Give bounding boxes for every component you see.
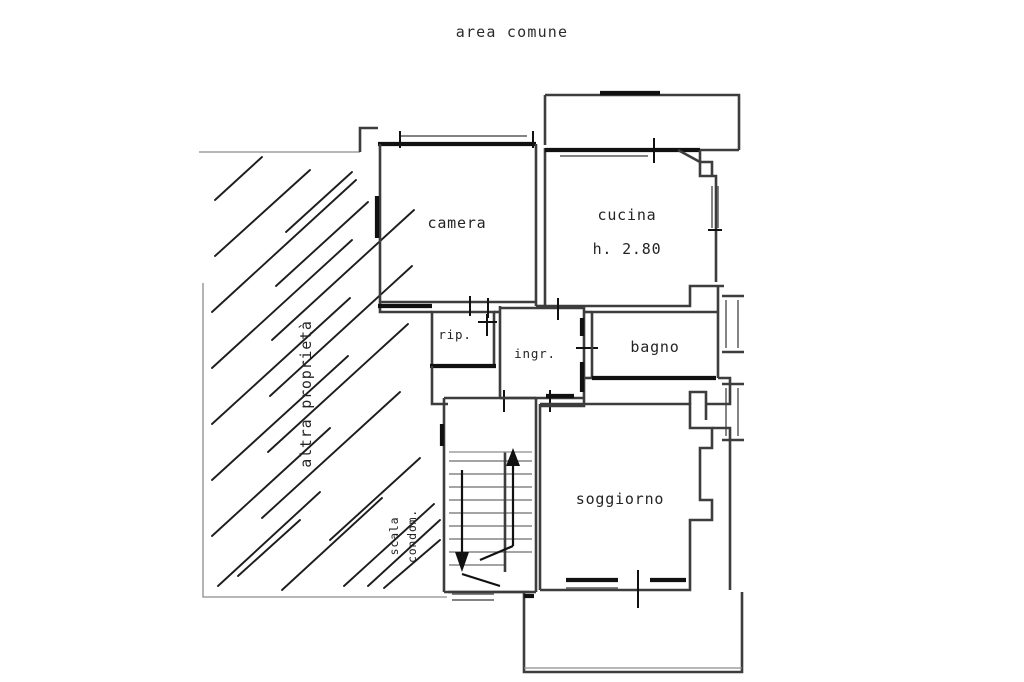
cucina-height-label: h. 2.80 xyxy=(593,240,662,258)
stair-treads-right xyxy=(505,460,532,553)
room-camera: camera xyxy=(374,131,538,306)
scala-label-line1: scala xyxy=(387,517,401,556)
cucina-wall-bottom xyxy=(545,284,724,308)
room-cucina: cucina h. 2.80 xyxy=(543,90,741,308)
altra-proprieta-boundary xyxy=(202,283,447,598)
room-bagno: bagno xyxy=(590,286,744,442)
soggiorno-wall-outline xyxy=(540,402,714,592)
wall-rip-to-stairs xyxy=(430,366,448,406)
camera-label: camera xyxy=(428,214,487,232)
wall-ingresso-to-soggiorno xyxy=(540,398,586,408)
altra-proprieta-label: altra proprietà xyxy=(297,320,315,467)
bagno-label: bagno xyxy=(630,338,679,356)
terrace-upper-step xyxy=(677,148,714,176)
terrace-lower-outline xyxy=(522,592,744,674)
cucina-label: cucina xyxy=(598,206,657,224)
scala-label-line2: condom. xyxy=(405,509,419,563)
staircase: scala condom. xyxy=(383,396,538,601)
page-title: area comune xyxy=(456,23,569,41)
soggiorno-label: soggiorno xyxy=(576,490,664,508)
altra-proprieta-step xyxy=(358,126,378,152)
misc-wall-segments xyxy=(378,296,732,408)
soggiorno-outer-right xyxy=(712,426,732,590)
hatch-lines xyxy=(211,156,441,591)
soggiorno-notch-top xyxy=(688,390,708,420)
stair-up-arrow-head xyxy=(506,448,520,466)
stair-down-arrow-head xyxy=(455,552,469,572)
stair-up-arrow-tail xyxy=(479,544,514,562)
scala-leader-line xyxy=(383,539,441,589)
stair-down-arrow-tail xyxy=(461,572,501,588)
wall-bagno-to-soggiorno xyxy=(706,376,732,406)
ingresso-label: ingr. xyxy=(514,346,556,361)
ripostiglio-label: rip. xyxy=(438,327,471,342)
room-ripostiglio: rip. xyxy=(430,310,497,369)
altra-proprieta-region: altra proprietà xyxy=(199,126,447,598)
room-soggiorno: soggiorno xyxy=(538,390,732,608)
